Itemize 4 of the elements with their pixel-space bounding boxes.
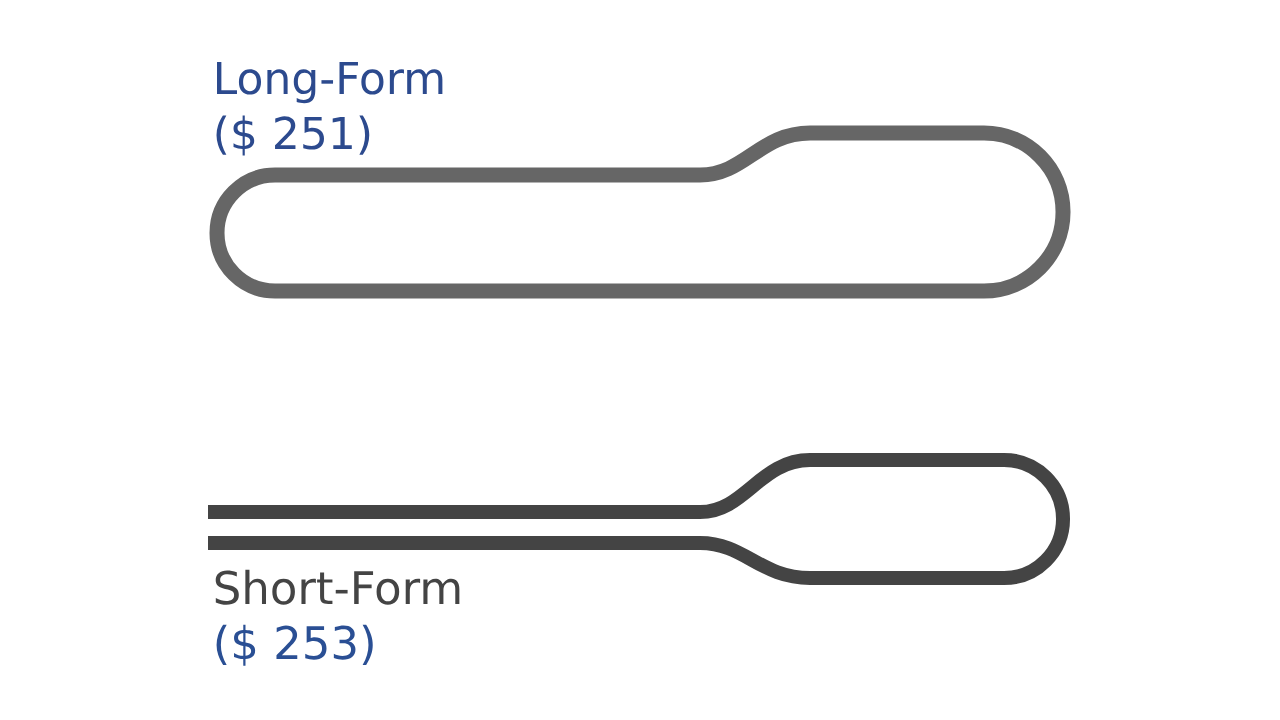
form-title: Long-Form [217,61,443,104]
form-title: Short-Form [215,569,460,605]
price-label: ($ 253) [216,624,373,666]
price-label: ($ 251) [216,115,370,156]
